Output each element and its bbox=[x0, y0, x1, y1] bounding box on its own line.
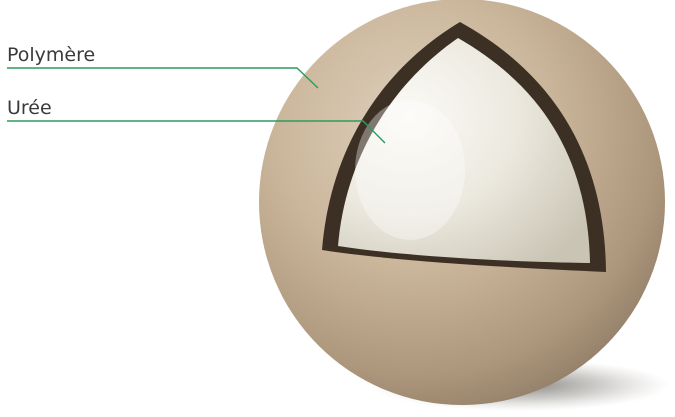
urea-label: Urée bbox=[7, 97, 52, 119]
polymer-leader-line bbox=[7, 68, 318, 88]
polymer-label: Polymère bbox=[7, 44, 95, 66]
core-highlight bbox=[355, 100, 465, 240]
